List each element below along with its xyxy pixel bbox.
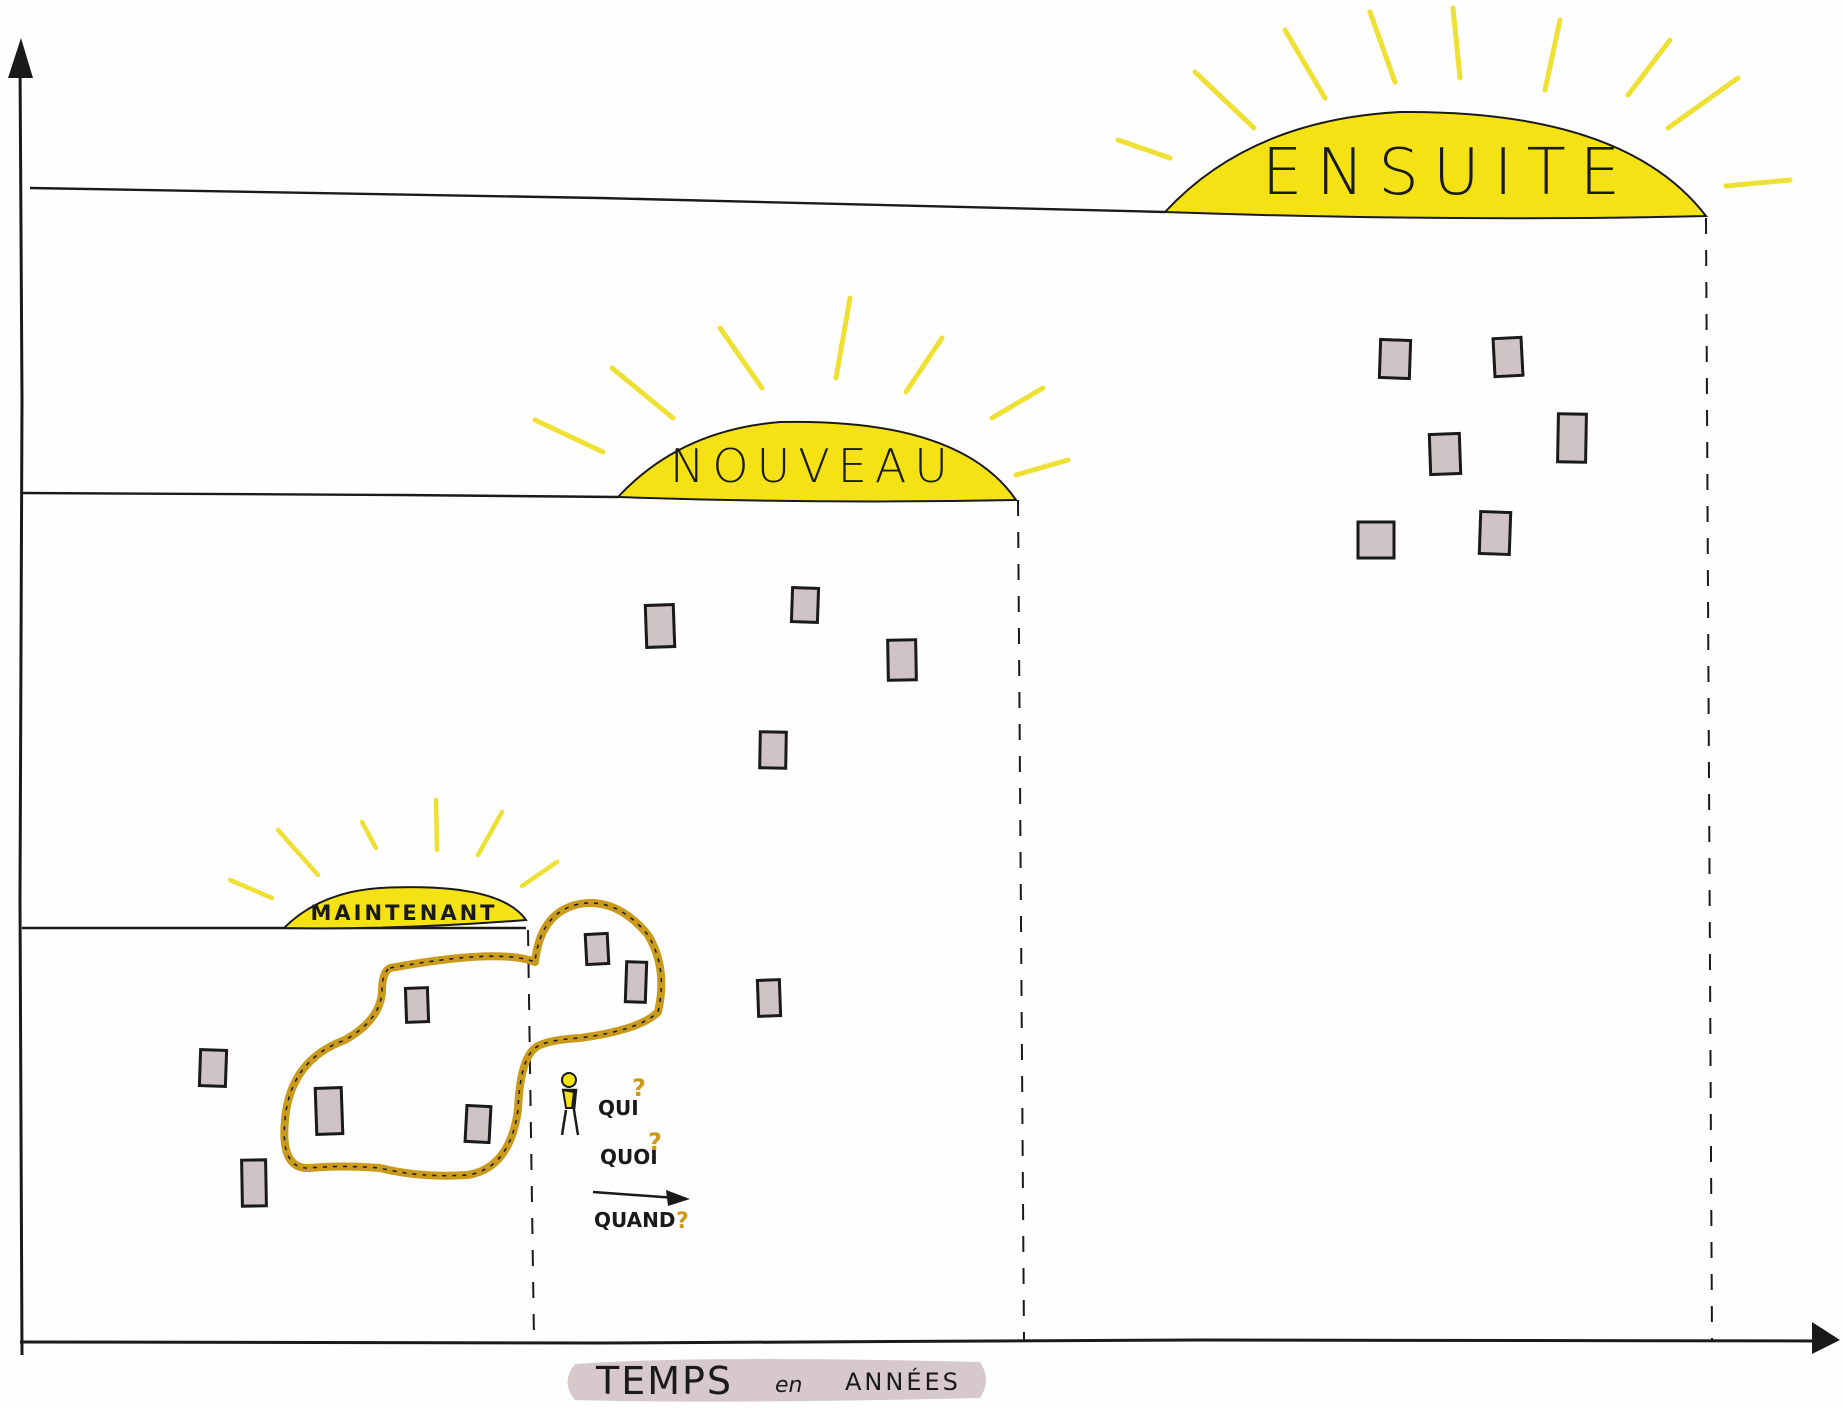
x-axis-label-end: ANNÉES xyxy=(845,1367,961,1396)
horizon-line-ensuite xyxy=(29,186,1166,214)
x-axis-label-badge xyxy=(567,1358,986,1402)
sticky-note-icon[interactable] xyxy=(643,602,677,650)
selection-lasso-inner xyxy=(283,902,663,1177)
sticky-note-icon[interactable] xyxy=(1427,431,1463,477)
arrow-right-icon xyxy=(1812,1322,1840,1354)
sun-rays-ensuite xyxy=(1115,5,1793,189)
sun-dome-nouveau xyxy=(615,420,1018,503)
sun-icon xyxy=(1115,5,1793,220)
horizon-line-nouveau xyxy=(21,491,619,499)
arrow-up-icon xyxy=(8,38,33,78)
arrow-right-icon xyxy=(666,1190,690,1206)
boundary-maintenant xyxy=(527,929,535,1341)
annotation-qui: QUI xyxy=(598,1096,639,1120)
horizon-boundaries xyxy=(527,217,1713,1341)
sticky-note-icon[interactable] xyxy=(240,1158,268,1208)
annotation-quoi-mark: ? xyxy=(648,1128,662,1156)
sticky-note-icon[interactable] xyxy=(623,960,649,1004)
sticky-note-icon[interactable] xyxy=(789,586,821,624)
x-axis-line xyxy=(19,1338,1821,1345)
sticky-note-icon[interactable] xyxy=(1556,412,1588,464)
annotation-quand: QUAND xyxy=(594,1208,675,1232)
boundary-ensuite xyxy=(1705,217,1713,1341)
sun-dome-maintenant xyxy=(281,886,528,930)
sticky-note-icon[interactable] xyxy=(755,978,783,1018)
horizon-lines xyxy=(21,186,1166,930)
horizon-label-nouveau: NOUVEAU xyxy=(670,439,956,493)
sticky-note-icon[interactable] xyxy=(403,986,431,1024)
arrow-right-icon xyxy=(592,1190,677,1200)
x-axis-label-main: TEMPS xyxy=(595,1359,733,1403)
sticky-note-icon[interactable] xyxy=(1477,509,1513,557)
y-axis-line xyxy=(18,59,24,1356)
axes xyxy=(8,38,1840,1356)
sticky-note-icon[interactable] xyxy=(1491,335,1525,379)
annotations: QUI ? QUOI ? QUAND ? xyxy=(560,1072,690,1234)
person-icon xyxy=(560,1072,580,1136)
sticky-note-icon[interactable] xyxy=(1356,520,1396,560)
sun-dome-ensuite xyxy=(1162,110,1708,220)
sticky-note-icon[interactable] xyxy=(197,1048,229,1088)
sticky-note-icon[interactable] xyxy=(583,931,611,967)
sticky-note-icon[interactable] xyxy=(886,638,918,682)
horizon-label-maintenant: MAINTENANT xyxy=(311,901,498,925)
annotation-qui-mark: ? xyxy=(632,1074,646,1102)
sun-icon xyxy=(227,797,560,930)
sticky-note-icon[interactable] xyxy=(463,1103,493,1145)
sticky-note-icon[interactable] xyxy=(758,730,788,770)
sticky-note-icon[interactable] xyxy=(1377,337,1413,381)
boundary-nouveau xyxy=(1017,499,1025,1341)
sticky-notes xyxy=(197,335,1588,1208)
horizon-label-ensuite: ENSUITE xyxy=(1262,136,1634,210)
annotation-quoi: QUOI xyxy=(600,1145,658,1169)
sticky-note-icon[interactable] xyxy=(313,1086,345,1136)
annotation-quand-mark: ? xyxy=(676,1209,689,1234)
sun-icon xyxy=(532,295,1071,503)
x-axis-label-small: en xyxy=(775,1373,802,1398)
sun-rays-maintenant xyxy=(227,797,560,901)
x-axis-label: TEMPS en ANNÉES xyxy=(567,1358,986,1403)
sun-rays-nouveau xyxy=(532,295,1071,478)
